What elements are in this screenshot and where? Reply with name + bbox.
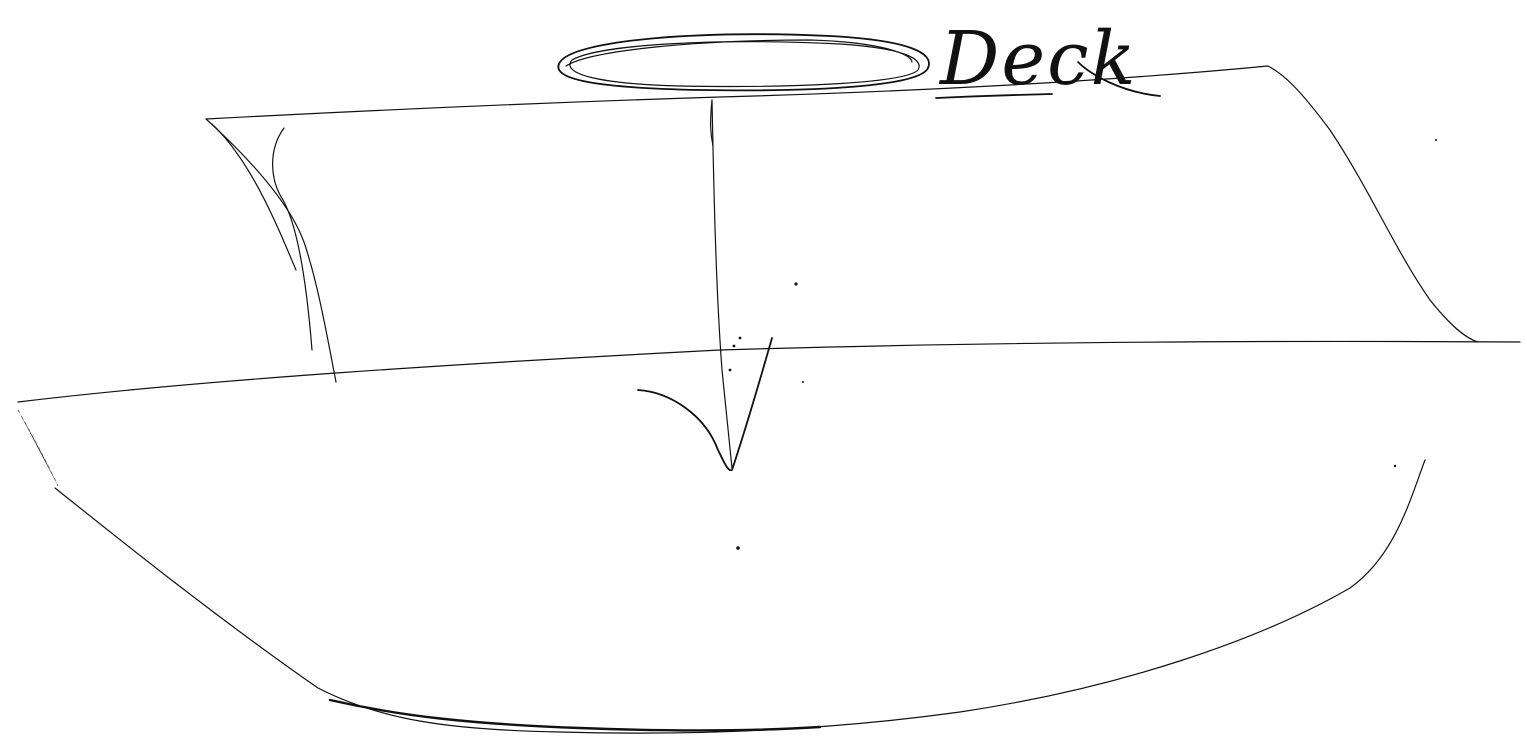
stray-marks xyxy=(729,139,1437,550)
deck-circle-marker xyxy=(558,34,929,90)
bow-outline xyxy=(1268,66,1478,342)
downward-arrow xyxy=(638,100,772,470)
arrowhead xyxy=(638,338,772,470)
stern-outline xyxy=(206,119,336,382)
deck-label: Deck xyxy=(940,22,1137,96)
